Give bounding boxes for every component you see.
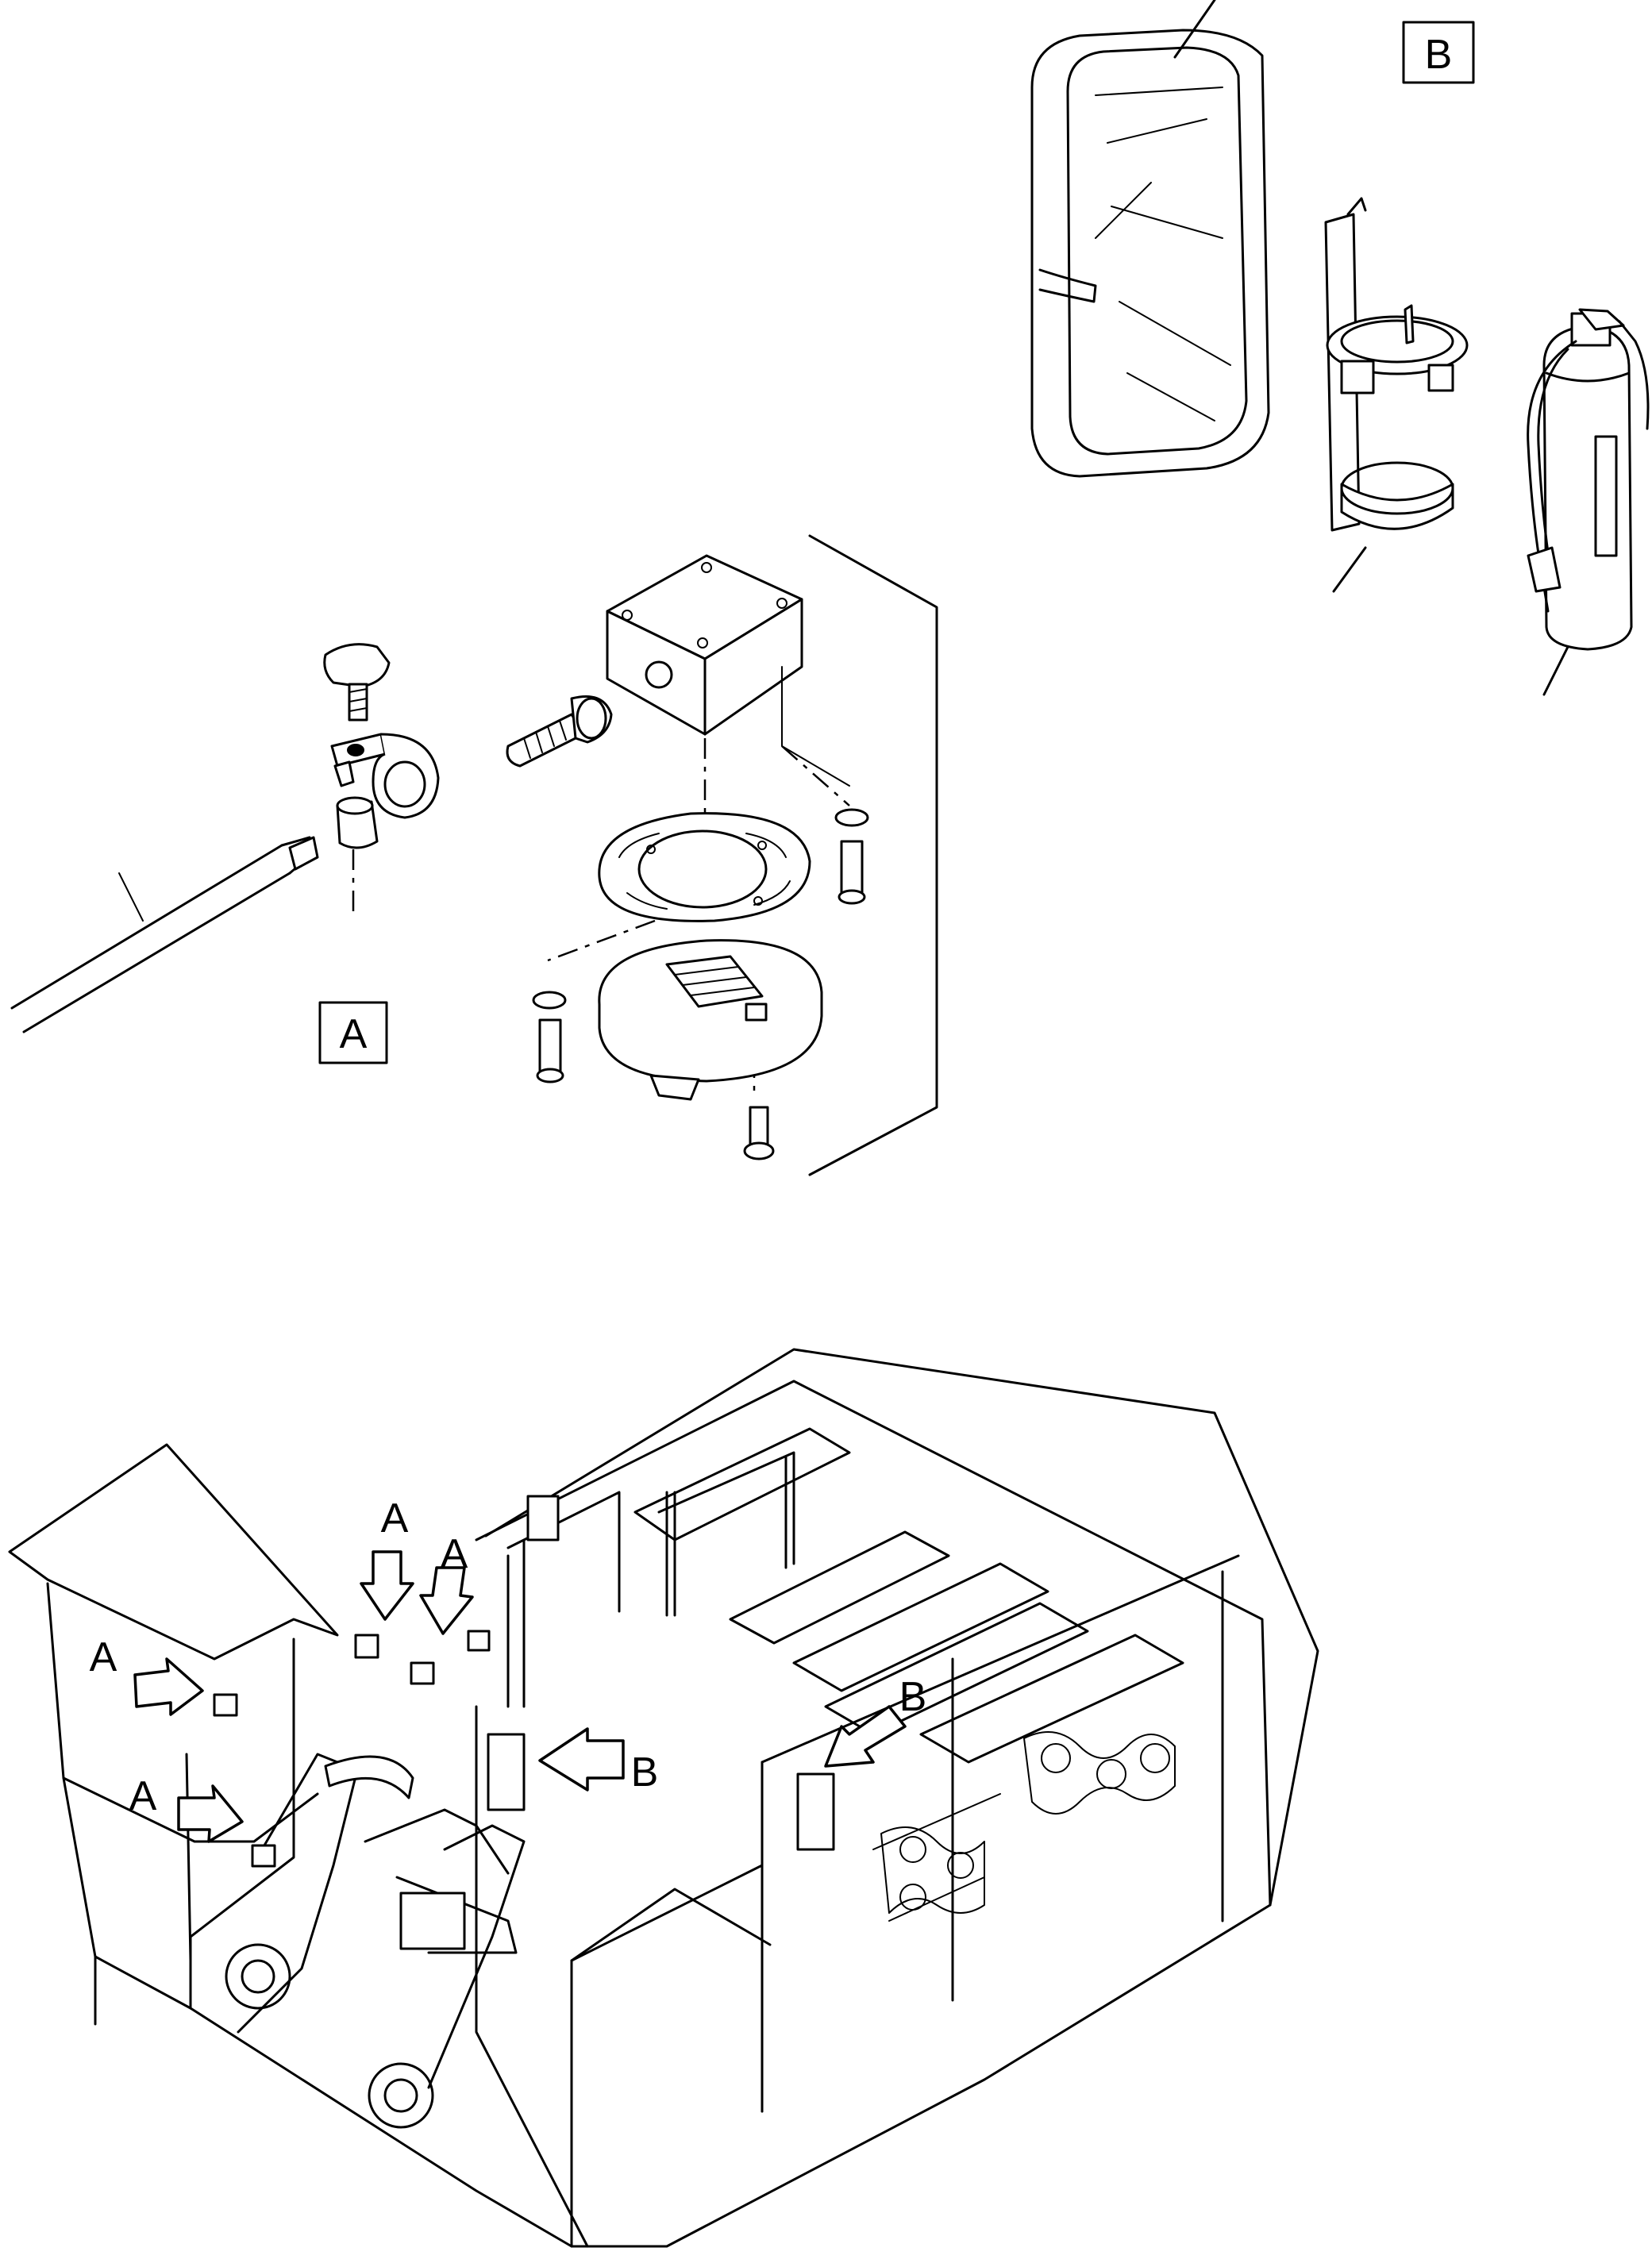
callout-a-3: A [90, 1634, 117, 1680]
detail-a-group: A [10, 534, 938, 1176]
arrow-callout-icon [538, 1727, 625, 1792]
sensor-cable [10, 836, 319, 1033]
callout-b-1: B [631, 1749, 659, 1795]
callout-arrows [133, 1550, 907, 1843]
screw-set [532, 808, 869, 1160]
cable-clamp-icon [330, 733, 440, 819]
arrow-callout-icon [360, 1550, 414, 1621]
callout-a-2: A [441, 1531, 468, 1577]
extinguisher-cover [1030, 0, 1270, 478]
callout-a-4: A [129, 1773, 157, 1819]
winch-assembly [872, 1731, 1176, 1922]
knob-screw [323, 643, 391, 722]
sensor-base [598, 939, 823, 1101]
junction-box-icon [213, 1630, 491, 1868]
callout-a-1: A [381, 1495, 409, 1541]
junction-box-icon [606, 554, 803, 736]
hex-nut [336, 796, 379, 913]
machine-overview [8, 1348, 1319, 2248]
arrow-callout-icon [177, 1784, 244, 1843]
detail-b-label: B [1425, 32, 1453, 78]
fire-extinguisher-icon [1527, 308, 1650, 696]
arrow-callout-icon [824, 1705, 907, 1768]
cable-gland [506, 695, 613, 768]
detail-a-label: A [340, 1011, 368, 1057]
arrow-callout-icon [133, 1657, 204, 1716]
callout-b-2: B [899, 1674, 927, 1720]
detail-b-label-box [1402, 21, 1475, 84]
detail-a-label-box [318, 1001, 388, 1064]
extinguisher-cover [487, 1495, 835, 1851]
detail-b-group: B [1030, 0, 1650, 696]
mounting-flange [598, 812, 811, 922]
arrow-callout-icon [419, 1566, 474, 1635]
extinguisher-bracket [1324, 197, 1469, 593]
